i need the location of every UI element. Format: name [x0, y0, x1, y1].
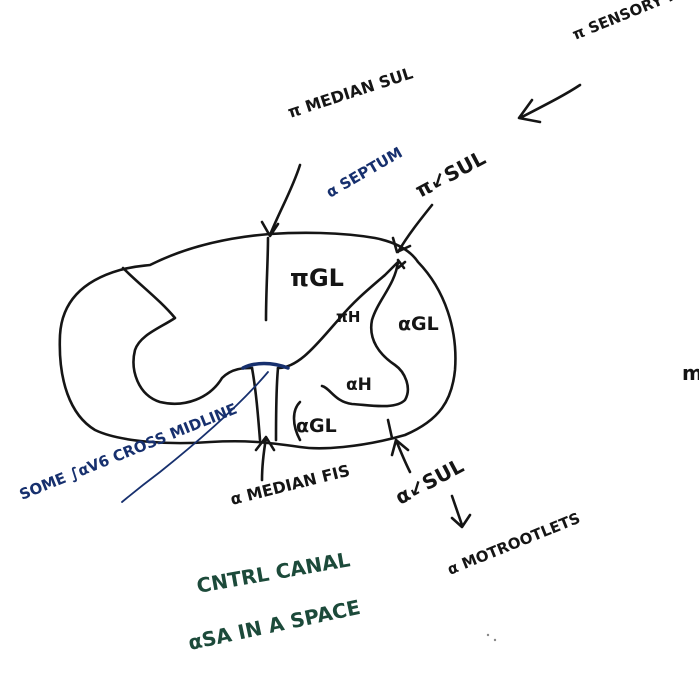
label-pi-gl: πGL: [290, 264, 344, 292]
label-pi-sensory-rootlets: π SENSORY ROOTLETS: [570, 0, 699, 44]
arrow-anterolateral-sulcus: [392, 440, 410, 472]
arrow-median-sulcus: [262, 165, 300, 236]
label-alpha-septum: α SEPTUM: [323, 143, 406, 201]
left-grey-matter: [123, 268, 252, 404]
label-alpha-sa-in-space: αSA IN A SPACE: [186, 595, 362, 655]
label-alpha-gl-right: αGL: [398, 313, 439, 335]
posterolateral-sulcus-tick: [398, 260, 405, 268]
posterior-median-sulcus: [266, 238, 268, 320]
label-alpha-l-sul: α↙SUL: [391, 453, 468, 509]
label-alpha-motor-rootlets: α MOTROOTLETS: [445, 509, 583, 579]
label-some-cross-midline: SOME ∫αV6 CROSS MIDLINE: [17, 400, 240, 504]
label-central-canal: CNTRL CANAL: [195, 547, 352, 598]
label-pi-l-sul: π↙SUL: [411, 145, 490, 202]
arrow-median-fissure: [256, 437, 274, 480]
label-margin-mark: m: [682, 361, 699, 385]
arrow-motor-rootlets: [452, 496, 470, 527]
label-pi-h: πH: [336, 308, 360, 326]
label-alpha-median-fis: α MEDIAN FIS: [228, 461, 351, 509]
anterior-median-fissure: [252, 368, 278, 440]
label-alpha-h: αH: [346, 375, 372, 395]
label-alpha-gl-bottom: αGL: [296, 415, 337, 437]
anterolateral-sulcus-tick: [388, 420, 392, 438]
stray-dot: [487, 634, 489, 636]
label-pi-median-sul: π MEDIAN SUL: [285, 63, 415, 121]
arrow-sensory-rootlets: [519, 85, 580, 122]
stray-dot: [494, 639, 496, 641]
